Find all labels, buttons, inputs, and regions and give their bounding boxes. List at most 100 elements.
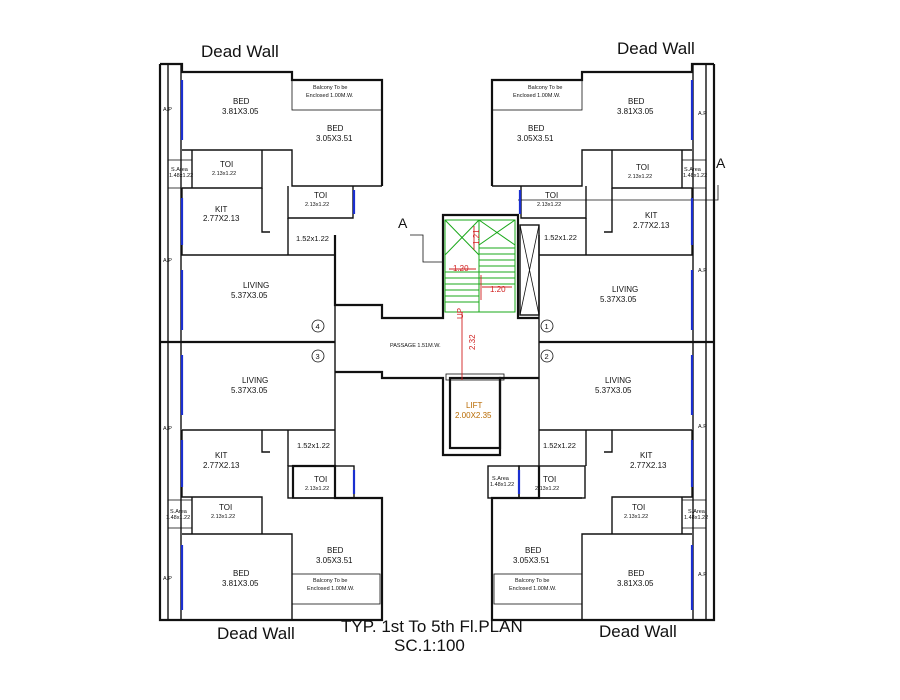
toi-label: TOI (314, 475, 327, 484)
flat-number: 4 (316, 322, 320, 331)
kit-label: KIT (645, 211, 658, 220)
dead-wall-label: Dead Wall (617, 39, 695, 58)
outer-walls (158, 62, 716, 622)
alcove-size: 1.52x1.22 (296, 234, 329, 243)
toi-size: 2.13x1.22 (535, 486, 559, 492)
living-size: 5.37X3.05 (595, 386, 632, 395)
toi-size: 2.13x1.22 (212, 171, 236, 177)
ap-label: A.P (163, 576, 172, 582)
lift-label: LIFT (466, 401, 483, 410)
flat-number: 1 (545, 322, 549, 331)
stair-up-label: UP (456, 308, 465, 319)
section-marker: A (398, 215, 408, 231)
sarea-label: S.Area (170, 509, 188, 515)
kit-size: 2.77X2.13 (203, 214, 240, 223)
alcove-size: 1.52x1.22 (544, 233, 577, 242)
dead-wall-label: Dead Wall (217, 624, 295, 643)
balcony-label: Balcony To be (515, 578, 549, 584)
toi-label: TOI (219, 503, 232, 512)
bed-label: BED (233, 569, 250, 578)
balcony-label: Balcony To be (528, 85, 562, 91)
kit-size: 2.77X2.13 (203, 461, 240, 470)
living-size: 5.37X3.05 (600, 295, 637, 304)
bed-size: 3.81X3.05 (617, 579, 654, 588)
balcony-label: Balcony To be (313, 578, 347, 584)
bed-label: BED (327, 124, 344, 133)
toi-size: 2.13x1.22 (211, 514, 235, 520)
passage-label: PASSAGE 1.51M.W. (390, 343, 441, 349)
ap-label: A.P (698, 424, 707, 430)
ap-label: A.P (698, 111, 707, 117)
internal-walls (167, 79, 719, 620)
toi-label: TOI (543, 475, 556, 484)
bed-label: BED (525, 546, 542, 555)
ap-label: A.P (698, 572, 707, 578)
ap-label: A.P (163, 426, 172, 432)
bed-label: BED (628, 569, 645, 578)
flat-markers: 4 3 1 2 (311, 319, 554, 363)
alcove-size: 1.52x1.22 (297, 441, 330, 450)
flat-1-circle (540, 319, 554, 333)
section-marker: A (716, 155, 726, 171)
living-label: LIVING (612, 285, 638, 294)
bed-size: 3.05X3.51 (316, 556, 353, 565)
bed-size: 3.81X3.05 (222, 579, 259, 588)
sarea-size: 1.48x1.22 (683, 173, 707, 179)
sarea-size: 1.48x1.22 (166, 515, 190, 521)
living-size: 5.37X3.05 (231, 386, 268, 395)
sarea-label: S.Area (684, 167, 702, 173)
kit-size: 2.77X2.13 (633, 221, 670, 230)
lift-size: 2.00X2.35 (455, 411, 492, 420)
living-label: LIVING (243, 281, 269, 290)
bed-size: 3.81X3.05 (617, 107, 654, 116)
plan-scale: SC.1:100 (394, 636, 465, 655)
ap-label: A.P (163, 107, 172, 113)
toi-size: 2.13x1.22 (624, 514, 648, 520)
bed-size: 3.05X3.51 (517, 134, 554, 143)
kit-label: KIT (215, 451, 228, 460)
flat-4-circle (311, 319, 325, 333)
bed-size: 3.05X3.51 (513, 556, 550, 565)
flat-2-circle (540, 349, 554, 363)
toi-size: 2.13x1.22 (305, 202, 329, 208)
sarea-label: S.Area (171, 167, 189, 173)
bed-size: 3.05X3.51 (316, 134, 353, 143)
bed-label: BED (528, 124, 545, 133)
stair-dim: 2.32 (468, 334, 477, 350)
balcony-label: Enclosed 1.00M.W. (513, 93, 561, 99)
alcove-size: 1.52x1.22 (543, 441, 576, 450)
kit-label: KIT (640, 451, 653, 460)
dead-wall-label: Dead Wall (599, 622, 677, 641)
ap-label: A.P (698, 268, 707, 274)
living-size: 5.37X3.05 (231, 291, 268, 300)
toi-size: 2.13x1.22 (537, 202, 561, 208)
kit-size: 2.77X2.13 (630, 461, 667, 470)
toi-label: TOI (314, 191, 327, 200)
toi-size: 2.13x1.22 (305, 486, 329, 492)
sarea-label: S.Area (492, 476, 510, 482)
sarea-label: S.Area (688, 509, 706, 515)
flat-number: 2 (545, 352, 549, 361)
flat-number: 3 (316, 352, 320, 361)
windows (180, 80, 694, 610)
living-label: LIVING (605, 376, 631, 385)
balcony-label: Enclosed 1.00M.W. (509, 586, 557, 592)
toi-label: TOI (632, 503, 645, 512)
sarea-size: 1.48x1.22 (684, 515, 708, 521)
toi-label: TOI (220, 160, 233, 169)
balcony-label: Balcony To be (313, 85, 347, 91)
living-label: LIVING (242, 376, 268, 385)
bed-label: BED (327, 546, 344, 555)
stair-dim: 1.20 (490, 285, 506, 294)
kit-label: KIT (215, 205, 228, 214)
bed-label: BED (233, 97, 250, 106)
stair-dim: 1.21 (472, 229, 481, 245)
dead-wall-label: Dead Wall (201, 42, 279, 61)
toi-size: 2.13x1.22 (628, 174, 652, 180)
balcony-label: Enclosed 1.00M.W. (306, 93, 354, 99)
flat-3-circle (311, 349, 325, 363)
ap-label: A.P (163, 258, 172, 264)
staircase (444, 219, 516, 380)
stair-dim: 1.20 (453, 264, 469, 273)
